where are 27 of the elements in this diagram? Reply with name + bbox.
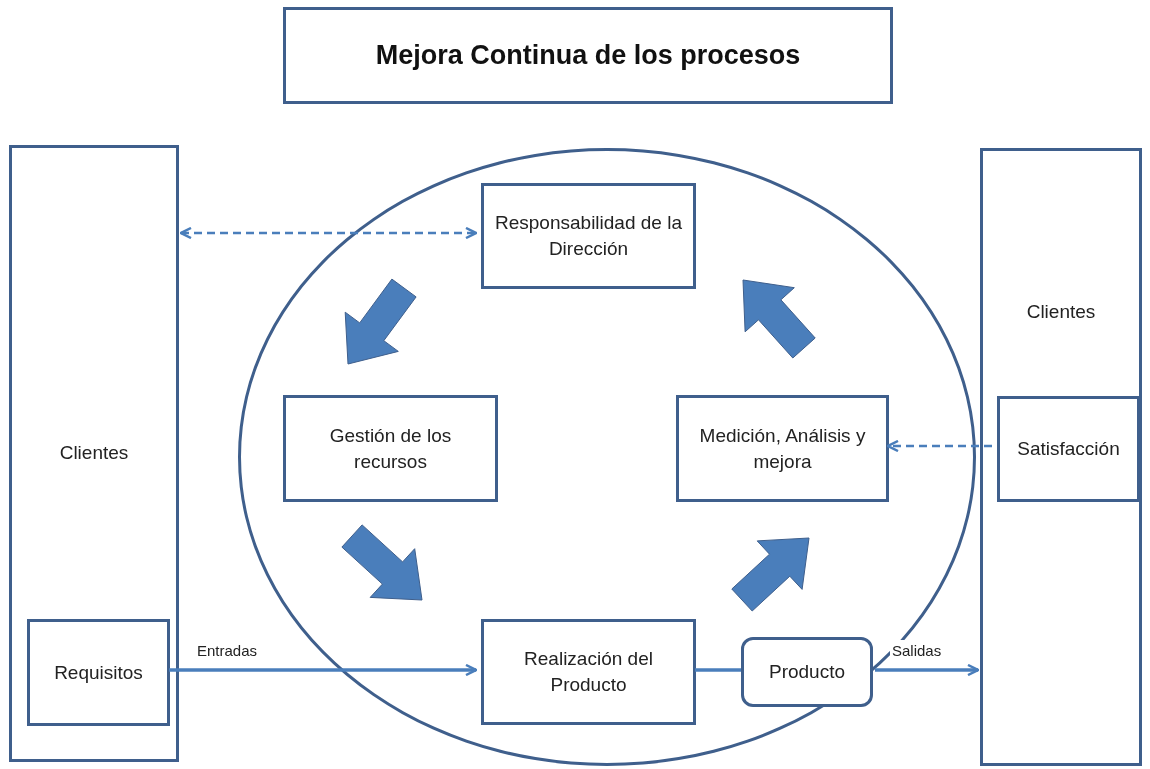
block-arrow xyxy=(731,537,810,612)
process-box xyxy=(481,619,696,725)
box-text: Realización del Producto xyxy=(523,647,654,697)
block-arrow xyxy=(344,278,417,365)
box-text: Producto xyxy=(767,660,846,685)
block-arrow xyxy=(341,524,423,601)
block-arrow xyxy=(742,279,816,359)
box-text: Clientes xyxy=(58,441,130,465)
process-box xyxy=(27,619,170,726)
title-box: Mejora Continua de los procesos xyxy=(283,7,893,104)
dashed-arrow xyxy=(179,226,478,240)
box-text: Gestión de los recursos xyxy=(328,423,453,474)
process-box xyxy=(997,396,1140,502)
customer-panel xyxy=(980,148,1142,766)
box-text: Clientes xyxy=(1025,300,1097,324)
box-text: Medición, Análisis y mejora xyxy=(698,423,867,474)
connector-line xyxy=(695,668,741,672)
process-box xyxy=(481,183,696,289)
dashed-arrow xyxy=(886,439,992,453)
arrow xyxy=(169,663,478,677)
box-text: Satisfacción xyxy=(1016,437,1121,462)
process-box xyxy=(283,395,498,502)
box-text: Requisitos xyxy=(53,660,144,685)
box-text: Responsabilidad de la Dirección xyxy=(494,211,683,261)
process-box xyxy=(676,395,889,502)
customer-panel xyxy=(9,145,179,762)
arrow xyxy=(875,663,980,677)
